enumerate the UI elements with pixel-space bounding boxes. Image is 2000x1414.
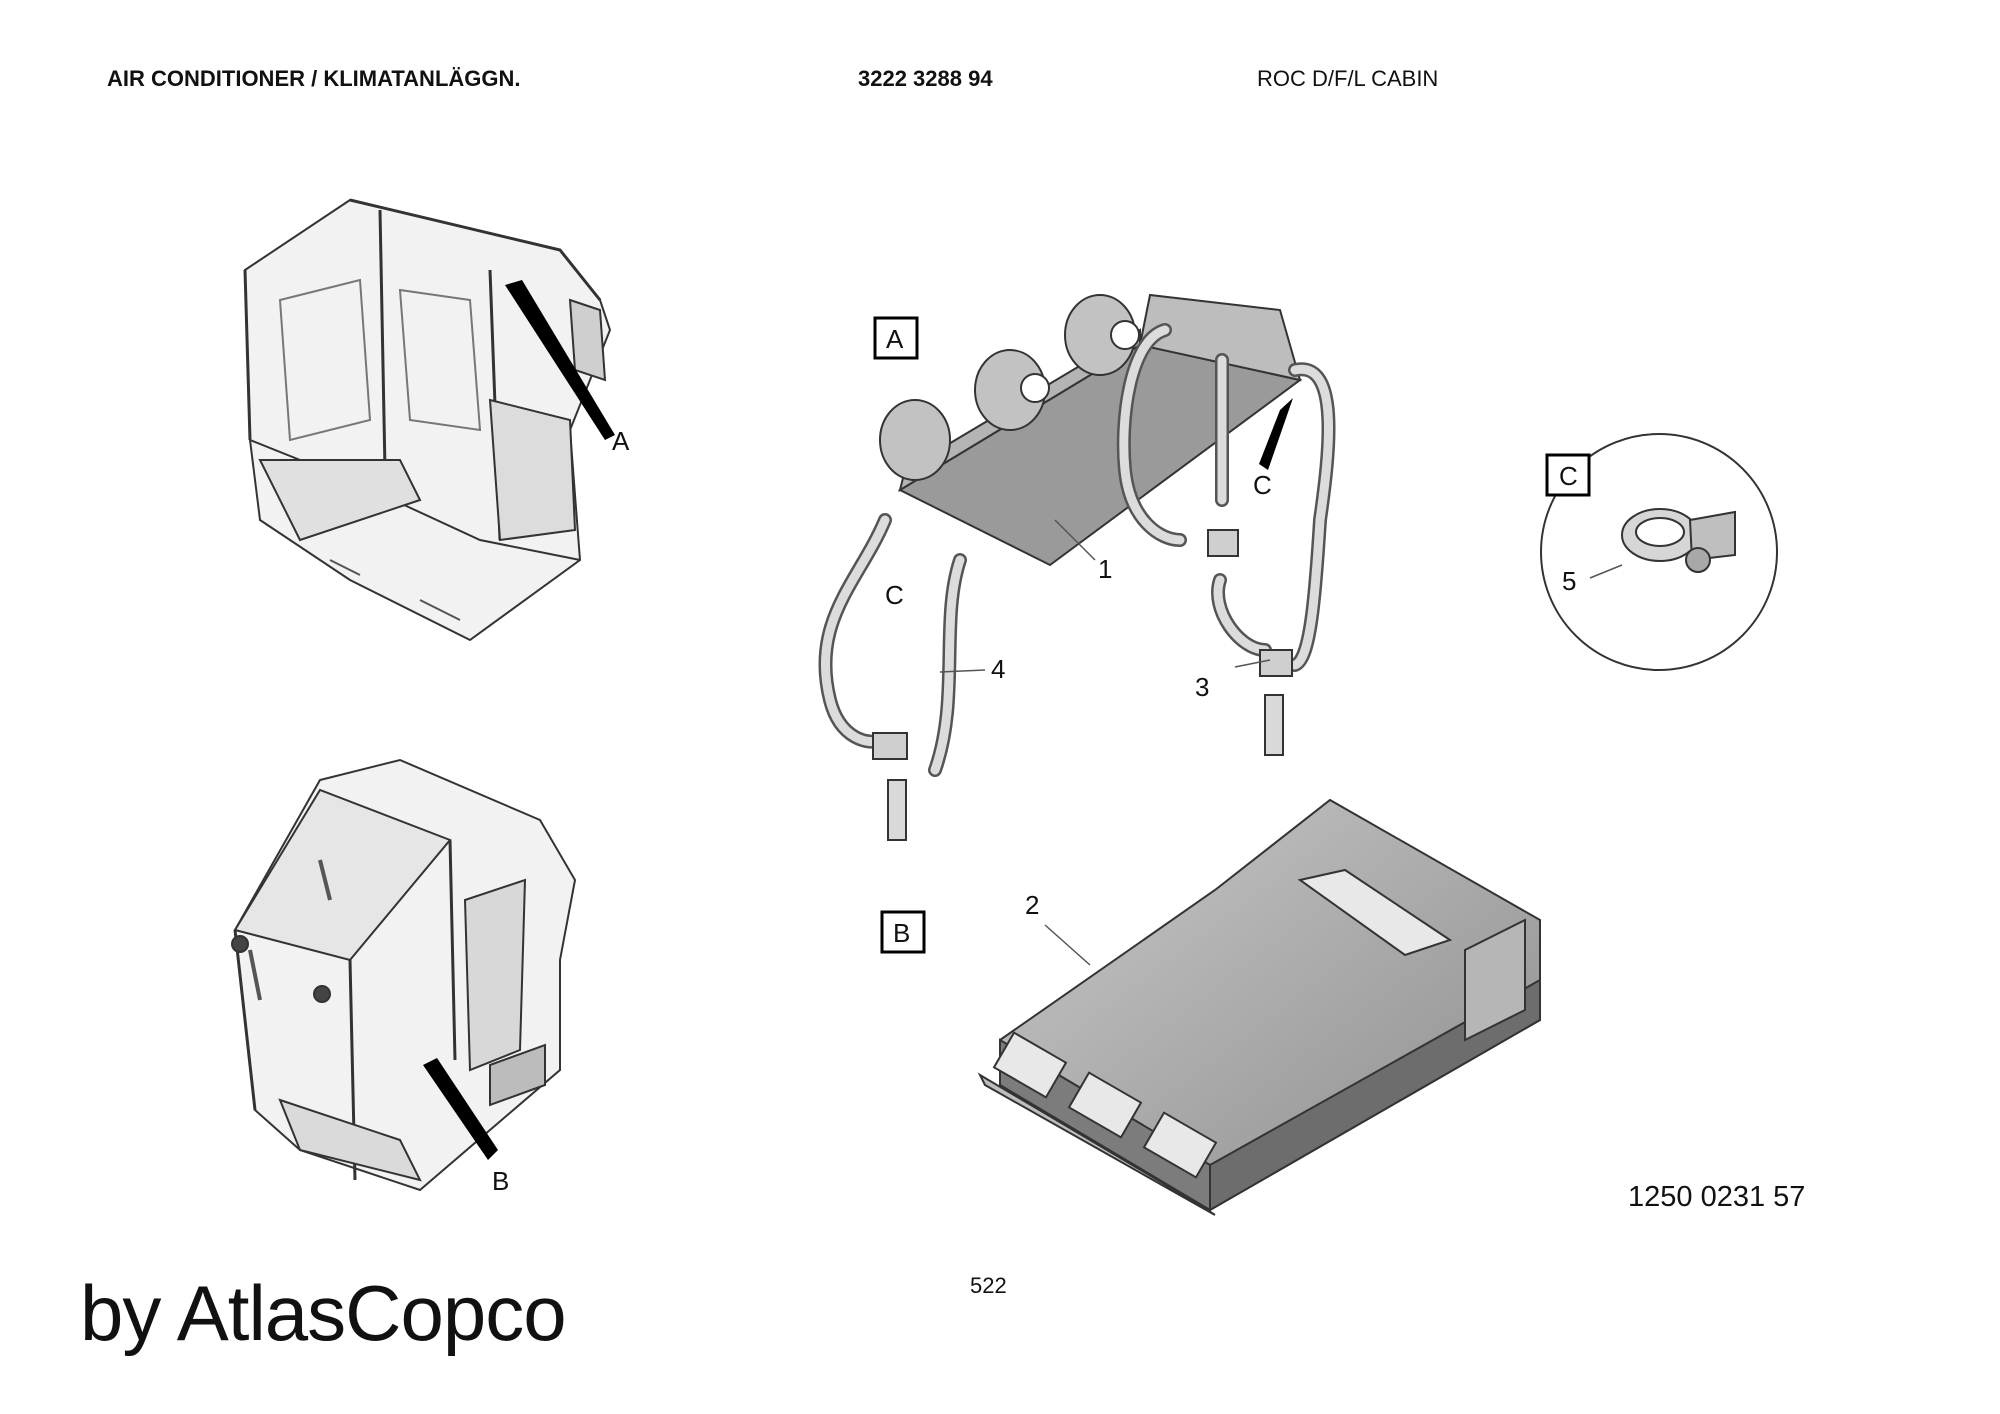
- callout-item-5: 5: [1562, 566, 1576, 596]
- cabin-illustration-bottom: [231, 758, 577, 1192]
- part-number: 3222 3288 94: [858, 66, 993, 91]
- view-c-box: [1545, 453, 1591, 497]
- callout-item-4: 4: [991, 654, 1005, 684]
- callout-c-right: C: [1253, 470, 1272, 500]
- document-title: AIR CONDITIONER / KLIMATANLÄGGN.: [107, 66, 521, 91]
- leader-item-4: [939, 669, 986, 673]
- pointer-a: [505, 280, 615, 440]
- cabin-illustration-top: [243, 198, 612, 642]
- view-a-pointer-label: A: [612, 426, 630, 456]
- view-b-pointer-label: B: [492, 1166, 509, 1196]
- evaporator-unit: [879, 293, 1303, 567]
- roof-ac-unit: [977, 798, 1541, 1216]
- pointer-b: [423, 1058, 498, 1160]
- view-c-label: C: [1559, 461, 1578, 491]
- drawing-number: 1250 0231 57: [1628, 1181, 1806, 1213]
- callout-c-left: C: [885, 580, 904, 610]
- leader-item-2: [1044, 924, 1091, 966]
- view-b-box: [880, 910, 926, 954]
- view-a-box: [873, 316, 919, 360]
- brand-watermark: by AtlasCopco: [80, 1269, 567, 1357]
- page-number: 522: [970, 1273, 1007, 1298]
- leader-item-3: [1234, 659, 1271, 668]
- hoses-right-inner: [1119, 325, 1333, 670]
- callout-item-2: 2: [1025, 890, 1039, 920]
- callout-item-3: 3: [1195, 672, 1209, 702]
- hoses-left-inner: [821, 515, 965, 775]
- leader-item-5: [1589, 564, 1623, 579]
- view-b-label: B: [893, 918, 910, 948]
- pointer-c: [1259, 398, 1293, 470]
- view-a-label: A: [886, 324, 904, 354]
- tee-connector-left: [872, 732, 908, 841]
- hose-clamp: [1621, 508, 1736, 573]
- callout-item-1: 1: [1098, 554, 1112, 584]
- leader-item-1: [1054, 519, 1096, 561]
- model-label: ROC D/F/L CABIN: [1257, 66, 1439, 91]
- tee-connector-right: [1207, 529, 1293, 756]
